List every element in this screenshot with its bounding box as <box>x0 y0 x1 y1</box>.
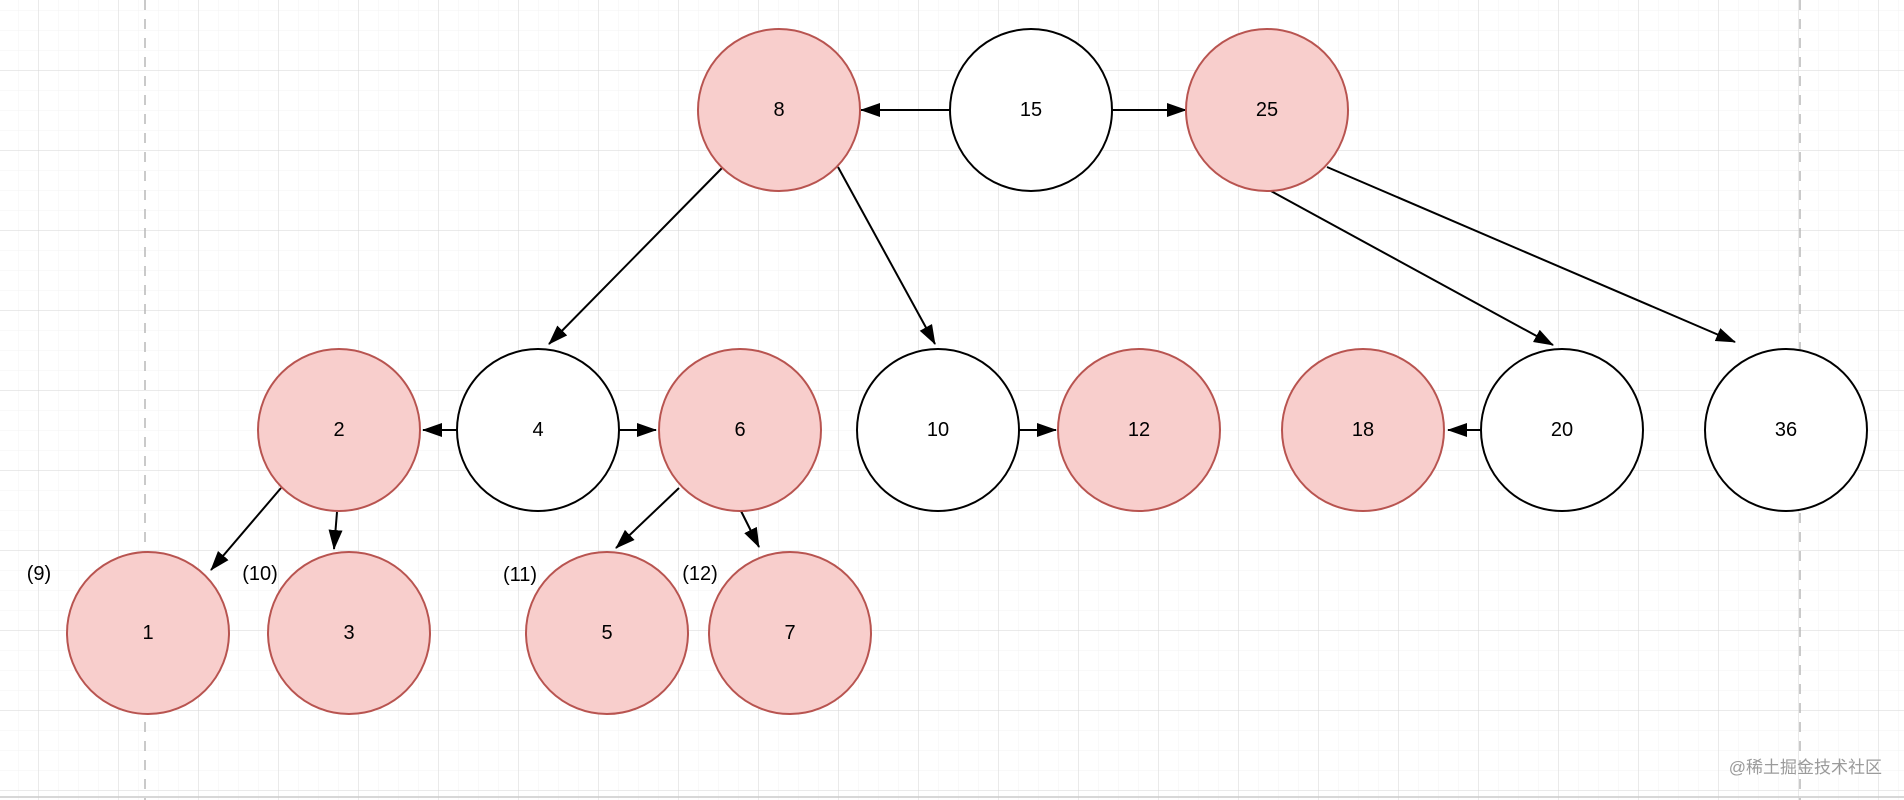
step-label-12[interactable]: (12) <box>682 563 718 585</box>
tree-node-18[interactable]: 18 <box>1281 348 1445 512</box>
tree-node-6[interactable]: 6 <box>658 348 822 512</box>
watermark: @稀土掘金技术社区 <box>1729 758 1882 777</box>
node-12-label: 12 <box>1128 419 1150 441</box>
tree-node-15[interactable]: 15 <box>949 28 1113 192</box>
tree-node-7[interactable]: 7 <box>708 551 872 715</box>
node-2-label: 2 <box>333 419 344 441</box>
node-6-label: 6 <box>734 419 745 441</box>
node-4-label: 4 <box>532 419 543 441</box>
node-1-circle[interactable] <box>66 551 230 715</box>
step-label-10[interactable]: (10) <box>242 563 278 585</box>
tree-node-5[interactable]: 5 <box>525 551 689 715</box>
node-36-circle[interactable] <box>1704 348 1868 512</box>
tree-node-8[interactable]: 8 <box>697 28 861 192</box>
node-10-circle[interactable] <box>856 348 1020 512</box>
tree-node-3[interactable]: 3 <box>267 551 431 715</box>
edge-8-to-4[interactable] <box>548 167 723 345</box>
node-2-circle[interactable] <box>257 348 421 512</box>
node-25-circle[interactable] <box>1185 28 1349 192</box>
node-10-label: 10 <box>927 419 949 441</box>
node-7-circle[interactable] <box>708 551 872 715</box>
edge-8-to-10[interactable] <box>837 166 936 345</box>
tree-node-12[interactable]: 12 <box>1057 348 1221 512</box>
tree-node-4[interactable]: 4 <box>456 348 620 512</box>
tree-node-10[interactable]: 10 <box>856 348 1020 512</box>
node-20-circle[interactable] <box>1480 348 1644 512</box>
nodes-layer: 8 15 25 2 4 6 10 12 18 20 36 1 3 5 7 <box>66 28 1868 715</box>
edge-2-to-1[interactable] <box>210 487 282 571</box>
step-label-9[interactable]: (9) <box>27 563 51 585</box>
node-18-circle[interactable] <box>1281 348 1445 512</box>
step-label-11[interactable]: (11) <box>503 564 537 586</box>
node-1-label: 1 <box>142 622 153 644</box>
edge-2-to-3[interactable] <box>328 511 343 550</box>
edge-25-to-36[interactable] <box>1326 166 1736 343</box>
tree-node-20[interactable]: 20 <box>1480 348 1644 512</box>
node-5-label: 5 <box>601 622 612 644</box>
node-12-circle[interactable] <box>1057 348 1221 512</box>
node-5-circle[interactable] <box>525 551 689 715</box>
tree-node-1[interactable]: 1 <box>66 551 230 715</box>
edge-6-to-5[interactable] <box>615 487 680 549</box>
tree-node-36[interactable]: 36 <box>1704 348 1868 512</box>
node-4-circle[interactable] <box>456 348 620 512</box>
node-15-circle[interactable] <box>949 28 1113 192</box>
tree-node-2[interactable]: 2 <box>257 348 421 512</box>
node-15-label: 15 <box>1020 99 1042 121</box>
node-8-label: 8 <box>773 99 784 121</box>
node-36-label: 36 <box>1775 419 1797 441</box>
node-7-label: 7 <box>784 622 795 644</box>
node-25-label: 25 <box>1256 99 1278 121</box>
node-3-circle[interactable] <box>267 551 431 715</box>
node-6-circle[interactable] <box>658 348 822 512</box>
node-8-circle[interactable] <box>697 28 861 192</box>
node-3-label: 3 <box>343 622 354 644</box>
edges-layer <box>210 103 1736 571</box>
tree-node-25[interactable]: 25 <box>1185 28 1349 192</box>
node-18-label: 18 <box>1352 419 1374 441</box>
node-20-label: 20 <box>1551 419 1573 441</box>
annotations-layer: (9) (10) (11) (12) <box>27 563 718 586</box>
edge-6-to-7[interactable] <box>740 510 760 548</box>
edge-25-to-20[interactable] <box>1268 189 1554 346</box>
